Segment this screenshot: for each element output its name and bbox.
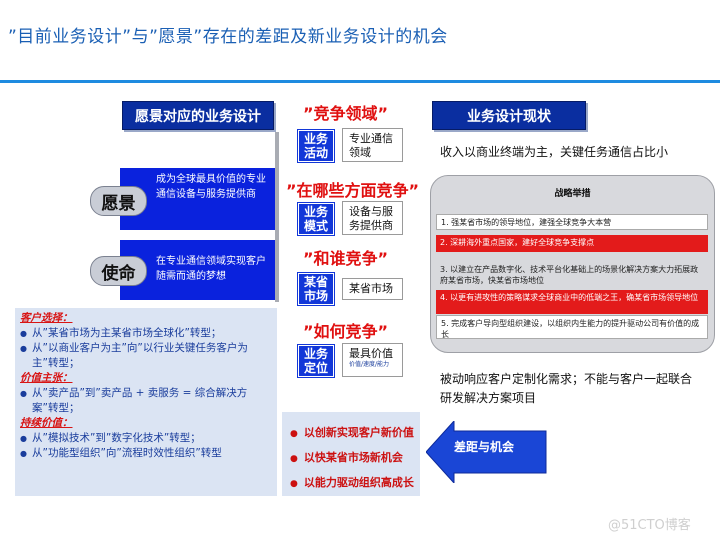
strategy-item-5: 5. 完成客户导向型组织建设，以组织内生能力的提升驱动公司有价值的成长	[436, 315, 708, 339]
list-item: 从”某省市场为主某省市场全球化”转型；	[20, 326, 272, 341]
strategy-title: 战略举措	[554, 189, 591, 199]
current-status-revenue: 收入以商业终端为主，关键任务通信占比小	[440, 145, 669, 159]
tag-business-model: 业务模式	[298, 203, 334, 235]
list-item: 从”功能型组织”向”流程时效性组织”转型	[20, 446, 272, 461]
transformation-list: 客户选择： 从”某省市场为主某省市场全球化”转型； 从”以商业客户为主”向”以行…	[20, 311, 272, 461]
tag-market: 某省市场	[298, 273, 334, 305]
strategy-item-3: 3. 以建立在产品数字化、技术平台化基础上的场景化解决方案大力拓展政府某省市场，…	[440, 265, 699, 285]
watermark: @51CTO博客	[608, 518, 691, 533]
question-competition-area: ”竞争领域”	[303, 104, 389, 123]
gap-label: 差距与机会	[454, 440, 515, 454]
tag-positioning: 业务定位	[298, 345, 334, 377]
list-item: 从”卖产品”到”卖产品 + 卖服务 = 综合解决方案”转型；	[20, 386, 272, 416]
goal-item: 以能力驱动组织高成长	[290, 471, 420, 496]
mission-label: 使命	[90, 256, 147, 286]
goal-item: 以快某省市场新机会	[290, 446, 420, 471]
right-header: 业务设计现状	[432, 101, 586, 130]
sustained-value-heading: 持续价值：	[20, 417, 73, 429]
left-arrow-icon	[426, 421, 547, 483]
value-competition-area: 专业通信领域	[342, 128, 403, 162]
current-status-customization: 被动响应客户定制化需求；不能与客户一起联合研发解决方案项目	[440, 372, 693, 405]
positioning-sub: 价值/速度/能力	[349, 361, 390, 368]
question-with-whom: ”和谁竞争”	[303, 249, 389, 268]
divider-line	[275, 132, 279, 302]
positioning-main: 最具价值	[349, 347, 393, 360]
title-divider	[0, 80, 720, 83]
customer-choice-heading: 客户选择：	[20, 312, 73, 324]
value-positioning: 最具价值 价值/速度/能力	[342, 343, 403, 377]
page-title: ”目前业务设计”与”愿景”存在的差距及新业务设计的机会	[8, 27, 448, 47]
strategy-item-4: 4. 以更有进攻性的策略谋求全球商业中的低端之王，确某省市场领导地位	[436, 290, 708, 314]
left-header: 愿景对应的业务设计	[122, 101, 274, 130]
mission-text: 在专业通信领域实现客户随需而通的梦想	[156, 256, 266, 282]
vision-label: 愿景	[90, 186, 147, 216]
strategy-item-1: 1. 强某省市场的领导地位，建强全球竞争大本营	[436, 214, 708, 230]
vision-text: 成为全球最具价值的专业通信设备与服务提供商	[156, 174, 266, 200]
question-where-compete: ”在哪些方面竞争”	[286, 181, 420, 200]
goals-list: 以创新实现客户新价值 以快某省市场新机会 以能力驱动组织高成长	[290, 421, 420, 496]
tag-business-activity: 业务活动	[298, 130, 334, 162]
strategy-item-2: 2. 深耕海外重点国家，建好全球竞争支撑点	[436, 235, 708, 252]
question-how-compete: ”如何竞争”	[303, 322, 389, 341]
goal-item: 以创新实现客户新价值	[290, 421, 420, 446]
value-market: 某省市场	[342, 278, 403, 300]
value-business-model: 设备与服务提供商	[342, 201, 403, 235]
value-proposition-heading: 价值主张：	[20, 372, 73, 384]
list-item: 从”以商业客户为主”向”以行业关键任务客户为主”转型；	[20, 341, 272, 371]
list-item: 从”模拟技术”到”数字化技术”转型；	[20, 431, 272, 446]
